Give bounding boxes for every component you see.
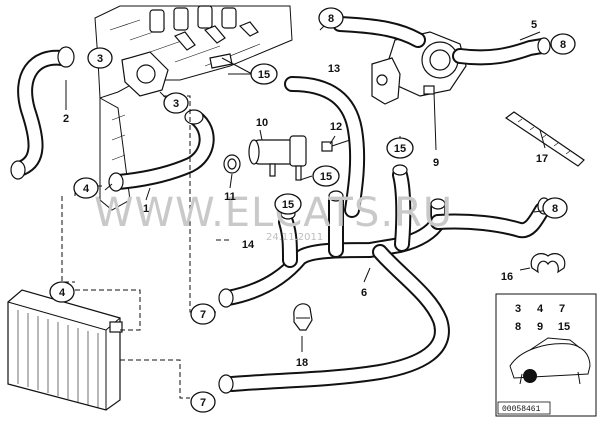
svg-text:7: 7 [200,397,206,409]
hose-5 [332,16,551,66]
watermark-date: 24.11.2011 [266,232,323,243]
label-6: 6 [361,287,367,299]
label-5: 5 [531,19,537,31]
legend-numbers: 3 4 7 8 9 15 [515,303,570,333]
engine-block [94,5,293,211]
callout-8-c[interactable]: 8 [542,197,568,219]
label-14: 14 [242,239,255,251]
callout-7-b[interactable]: 7 [190,391,216,413]
label-9: 9 [433,157,439,169]
clamp-16 [530,253,566,274]
label-10: 10 [256,117,268,129]
callout-8-b[interactable]: 8 [550,33,576,55]
label-1: 1 [143,203,149,215]
strap-17 [504,111,585,167]
callout-15-b[interactable]: 15 [386,137,414,159]
callout-4-b[interactable]: 4 [49,281,75,303]
svg-text:15: 15 [394,143,406,155]
label-13: 13 [328,63,340,75]
callout-15-c[interactable]: 15 [312,165,340,187]
svg-text:8: 8 [560,39,566,51]
thermostat-housing [371,31,467,105]
svg-text:15: 15 [258,69,270,81]
diagram-code: 00058461 [502,405,541,414]
callout-3-a[interactable]: 3 [87,47,113,69]
label-12: 12 [330,121,342,133]
legend-r2-c1: 8 [515,321,521,333]
legend-r1-c3: 7 [559,303,565,315]
callout-4-a[interactable]: 4 [73,177,99,199]
svg-text:15: 15 [320,171,332,183]
label-16: 16 [501,271,513,283]
svg-text:3: 3 [173,98,179,110]
svg-text:8: 8 [552,203,558,215]
callout-15-a[interactable]: 15 [250,63,278,85]
radiator [7,289,123,411]
legend-r2-c2: 9 [537,321,543,333]
callout-3-b[interactable]: 3 [163,92,189,114]
svg-text:4: 4 [83,183,90,195]
callout-15-d[interactable]: 15 [274,193,302,215]
legend-r1-c1: 3 [515,303,521,315]
watermark: WWW.ELCATS.RU [94,190,453,236]
bolt-12 [321,139,351,152]
valve-10 [223,135,307,181]
svg-text:7: 7 [200,309,206,321]
clip-18 [293,303,313,331]
label-2: 2 [63,113,69,125]
hose-2 [10,46,75,180]
legend-box [495,293,597,417]
callouts: 3 3 15 15 15 15 7 7 [49,7,576,413]
hose-13 [284,76,366,218]
callout-8-a[interactable]: 8 [318,7,344,29]
svg-text:8: 8 [328,13,334,25]
callout-7-a[interactable]: 7 [190,303,216,325]
label-11: 11 [224,191,236,203]
svg-text:4: 4 [59,287,66,299]
part-numbers: 2 5 1 10 12 13 11 14 6 9 17 16 18 [63,19,548,369]
svg-text:15: 15 [282,199,294,211]
svg-text:3: 3 [97,53,103,65]
legend-r1-c2: 4 [537,303,544,315]
hose-6 [218,164,551,394]
legend-r2-c3: 15 [558,321,570,333]
label-18: 18 [296,357,308,369]
label-17: 17 [536,153,548,165]
